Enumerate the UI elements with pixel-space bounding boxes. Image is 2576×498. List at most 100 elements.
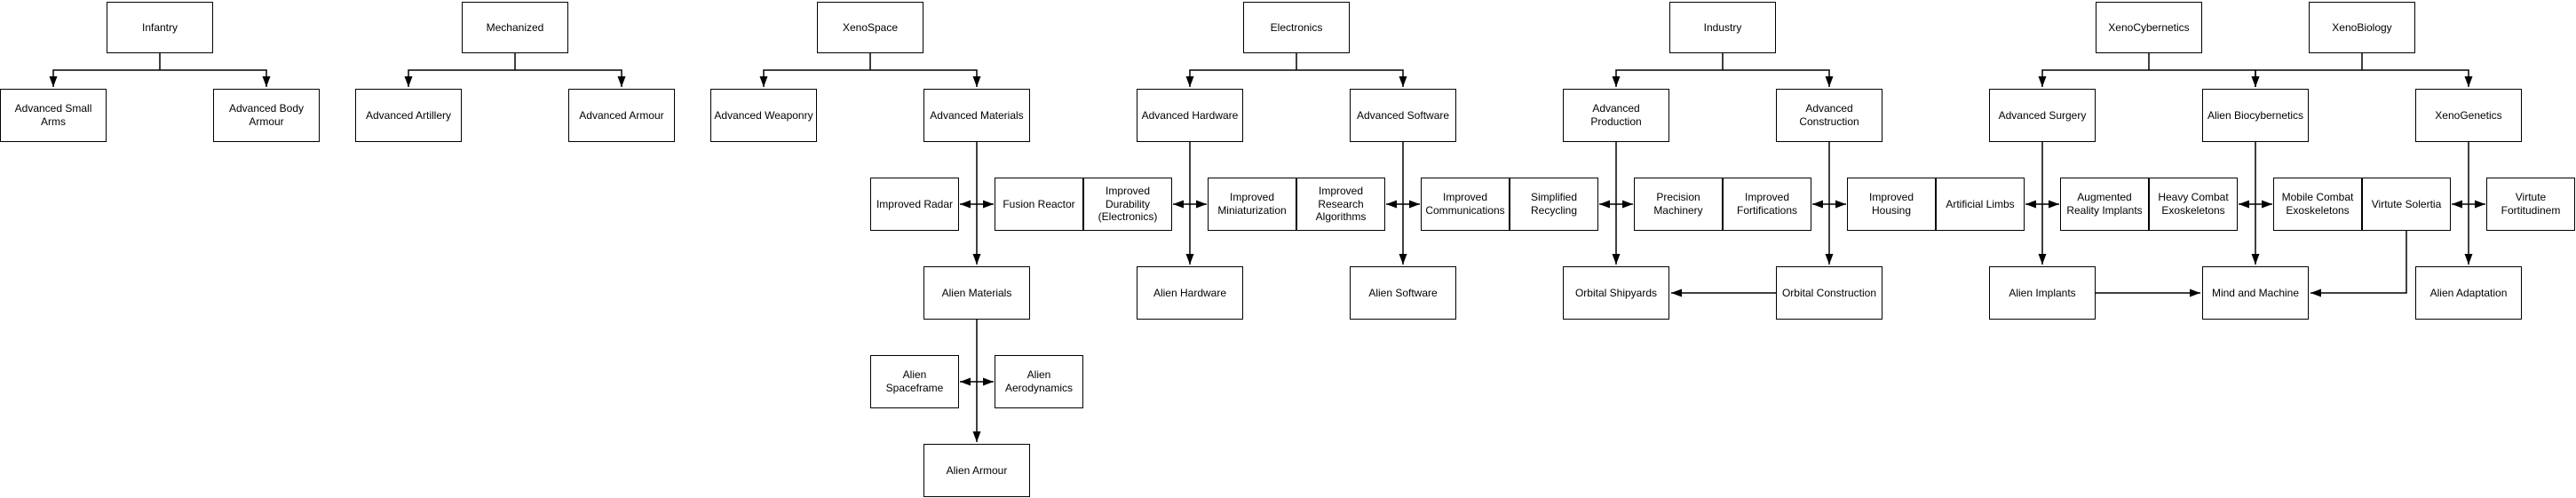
node-improved-housing: Improved Housing <box>1847 178 1936 231</box>
node-xenospace: XenoSpace <box>817 2 923 53</box>
node-label-improved-durability-electronics: Improved Durability (Electronics) <box>1098 185 1158 224</box>
node-advanced-software: Advanced Software <box>1350 89 1456 142</box>
node-improved-radar: Improved Radar <box>870 178 959 231</box>
node-advanced-weaponry: Advanced Weaponry <box>710 89 817 142</box>
node-label-xenobiology: XenoBiology <box>2332 20 2392 34</box>
node-label-advanced-small-arms: Advanced Small Arms <box>14 102 92 128</box>
node-label-alien-aerodynamics: Alien Aerodynamics <box>1004 368 1074 394</box>
node-label-improved-housing: Improved Housing <box>1868 191 1914 217</box>
node-artificial-limbs: Artificial Limbs <box>1936 178 2025 231</box>
node-advanced-artillery: Advanced Artillery <box>355 89 462 142</box>
node-advanced-production: Advanced Production <box>1563 89 1669 142</box>
connector-infantry-to-advanced-body-armour <box>160 69 271 87</box>
node-label-advanced-production: Advanced Production <box>1590 102 1642 128</box>
node-improved-research-algorithms: Improved Research Algorithms <box>1296 178 1385 231</box>
node-simplified-recycling: Simplified Recycling <box>1510 178 1598 231</box>
node-orbital-construction: Orbital Construction <box>1776 266 1882 320</box>
node-label-alien-biocybernetics: Alien Biocybernetics <box>2207 108 2304 122</box>
node-orbital-shipyards: Orbital Shipyards <box>1563 266 1669 320</box>
connector-mechanized-to-advanced-armour <box>515 69 626 87</box>
node-label-orbital-construction: Orbital Construction <box>1781 286 1877 299</box>
node-label-artificial-limbs: Artificial Limbs <box>1946 197 2015 210</box>
node-advanced-hardware: Advanced Hardware <box>1137 89 1243 142</box>
node-virtute-solertia: Virtute Solertia <box>2362 178 2451 231</box>
connector-industry-to-advanced-construction <box>1723 69 1834 87</box>
node-label-electronics: Electronics <box>1270 20 1323 34</box>
node-advanced-construction: Advanced Construction <box>1776 89 1882 142</box>
node-advanced-small-arms: Advanced Small Arms <box>0 89 107 142</box>
node-alien-armour: Alien Armour <box>923 444 1030 497</box>
node-label-advanced-materials: Advanced Materials <box>930 108 1024 122</box>
node-label-mechanized: Mechanized <box>486 20 544 34</box>
node-label-advanced-armour: Advanced Armour <box>579 108 664 122</box>
node-alien-materials: Alien Materials <box>923 266 1030 320</box>
node-label-alien-spaceframe: Alien Spaceframe <box>885 368 944 394</box>
node-alien-adaptation: Alien Adaptation <box>2415 266 2522 320</box>
connector-xenobiology-to-xenogenetics <box>2362 69 2473 87</box>
node-alien-biocybernetics: Alien Biocybernetics <box>2202 89 2309 142</box>
node-mind-and-machine: Mind and Machine <box>2202 266 2309 320</box>
node-label-heavy-combat-exoskeletons: Heavy Combat Exoskeletons <box>2158 191 2229 217</box>
connector-xenocybernetics-to-alien-biocybernetics <box>2149 69 2260 87</box>
node-alien-software: Alien Software <box>1350 266 1456 320</box>
node-label-advanced-weaponry: Advanced Weaponry <box>714 108 813 122</box>
node-advanced-armour: Advanced Armour <box>568 89 675 142</box>
node-label-fusion-reactor: Fusion Reactor <box>1003 197 1075 210</box>
node-mobile-combat-exoskeletons: Mobile Combat Exoskeletons <box>2273 178 2362 231</box>
node-infantry: Infantry <box>107 2 213 53</box>
node-fusion-reactor: Fusion Reactor <box>995 178 1083 231</box>
node-label-simplified-recycling: Simplified Recycling <box>1530 191 1578 217</box>
node-label-virtute-fortitudinem: Virtute Fortitudinem <box>2501 191 2561 217</box>
node-electronics: Electronics <box>1243 2 1350 53</box>
node-label-virtute-solertia: Virtute Solertia <box>2371 197 2442 210</box>
node-advanced-surgery: Advanced Surgery <box>1989 89 2096 142</box>
node-label-orbital-shipyards: Orbital Shipyards <box>1574 286 1658 299</box>
node-augmented-reality-implants: Augmented Reality Implants <box>2060 178 2149 231</box>
node-xenobiology: XenoBiology <box>2309 2 2415 53</box>
node-improved-durability-electronics: Improved Durability (Electronics) <box>1083 178 1172 231</box>
connector-xenospace-to-advanced-materials <box>870 69 981 87</box>
node-label-xenogenetics: XenoGenetics <box>2435 108 2502 122</box>
node-label-xenocybernetics: XenoCybernetics <box>2108 20 2190 34</box>
node-label-advanced-software: Advanced Software <box>1356 108 1450 122</box>
node-label-advanced-artillery: Advanced Artillery <box>365 108 452 122</box>
node-virtute-fortitudinem: Virtute Fortitudinem <box>2486 178 2575 231</box>
node-label-advanced-body-armour: Advanced Body Armour <box>228 102 305 128</box>
node-label-mind-and-machine: Mind and Machine <box>2211 286 2300 299</box>
connector-xenobiology-to-alien-biocybernetics <box>2251 69 2362 87</box>
node-advanced-materials: Advanced Materials <box>923 89 1030 142</box>
node-precision-machinery: Precision Machinery <box>1634 178 1723 231</box>
connector-electronics-to-advanced-hardware <box>1185 69 1296 87</box>
node-alien-hardware: Alien Hardware <box>1137 266 1243 320</box>
connector-mechanized-to-advanced-artillery <box>404 69 515 87</box>
node-alien-spaceframe: Alien Spaceframe <box>870 355 959 408</box>
connector-virtute-solertia-to-mind-and-machine <box>2310 231 2407 297</box>
node-alien-implants: Alien Implants <box>1989 266 2096 320</box>
node-alien-aerodynamics: Alien Aerodynamics <box>995 355 1083 408</box>
node-mechanized: Mechanized <box>462 2 568 53</box>
node-label-alien-hardware: Alien Hardware <box>1153 286 1227 299</box>
node-label-advanced-surgery: Advanced Surgery <box>1998 108 2087 122</box>
node-xenogenetics: XenoGenetics <box>2415 89 2522 142</box>
node-label-improved-communications: Improved Communications <box>1425 191 1505 217</box>
node-improved-fortifications: Improved Fortifications <box>1723 178 1811 231</box>
node-label-improved-miniaturization: Improved Miniaturization <box>1217 191 1287 217</box>
node-improved-communications: Improved Communications <box>1421 178 1510 231</box>
connector-industry-to-advanced-production <box>1612 69 1723 87</box>
connector-xenocybernetics-to-advanced-surgery <box>2038 69 2149 87</box>
node-label-advanced-hardware: Advanced Hardware <box>1141 108 1239 122</box>
node-label-industry: Industry <box>1703 20 1742 34</box>
node-heavy-combat-exoskeletons: Heavy Combat Exoskeletons <box>2149 178 2238 231</box>
node-label-improved-research-algorithms: Improved Research Algorithms <box>1315 185 1367 224</box>
node-industry: Industry <box>1669 2 1776 53</box>
node-label-advanced-construction: Advanced Construction <box>1799 102 1859 128</box>
connector-infantry-to-advanced-small-arms <box>49 69 160 87</box>
node-label-xenospace: XenoSpace <box>842 20 899 34</box>
node-label-mobile-combat-exoskeletons: Mobile Combat Exoskeletons <box>2281 191 2354 217</box>
node-label-augmented-reality-implants: Augmented Reality Implants <box>2066 191 2143 217</box>
connector-electronics-to-advanced-software <box>1296 69 1407 87</box>
node-label-precision-machinery: Precision Machinery <box>1653 191 1703 217</box>
node-label-alien-software: Alien Software <box>1368 286 1438 299</box>
